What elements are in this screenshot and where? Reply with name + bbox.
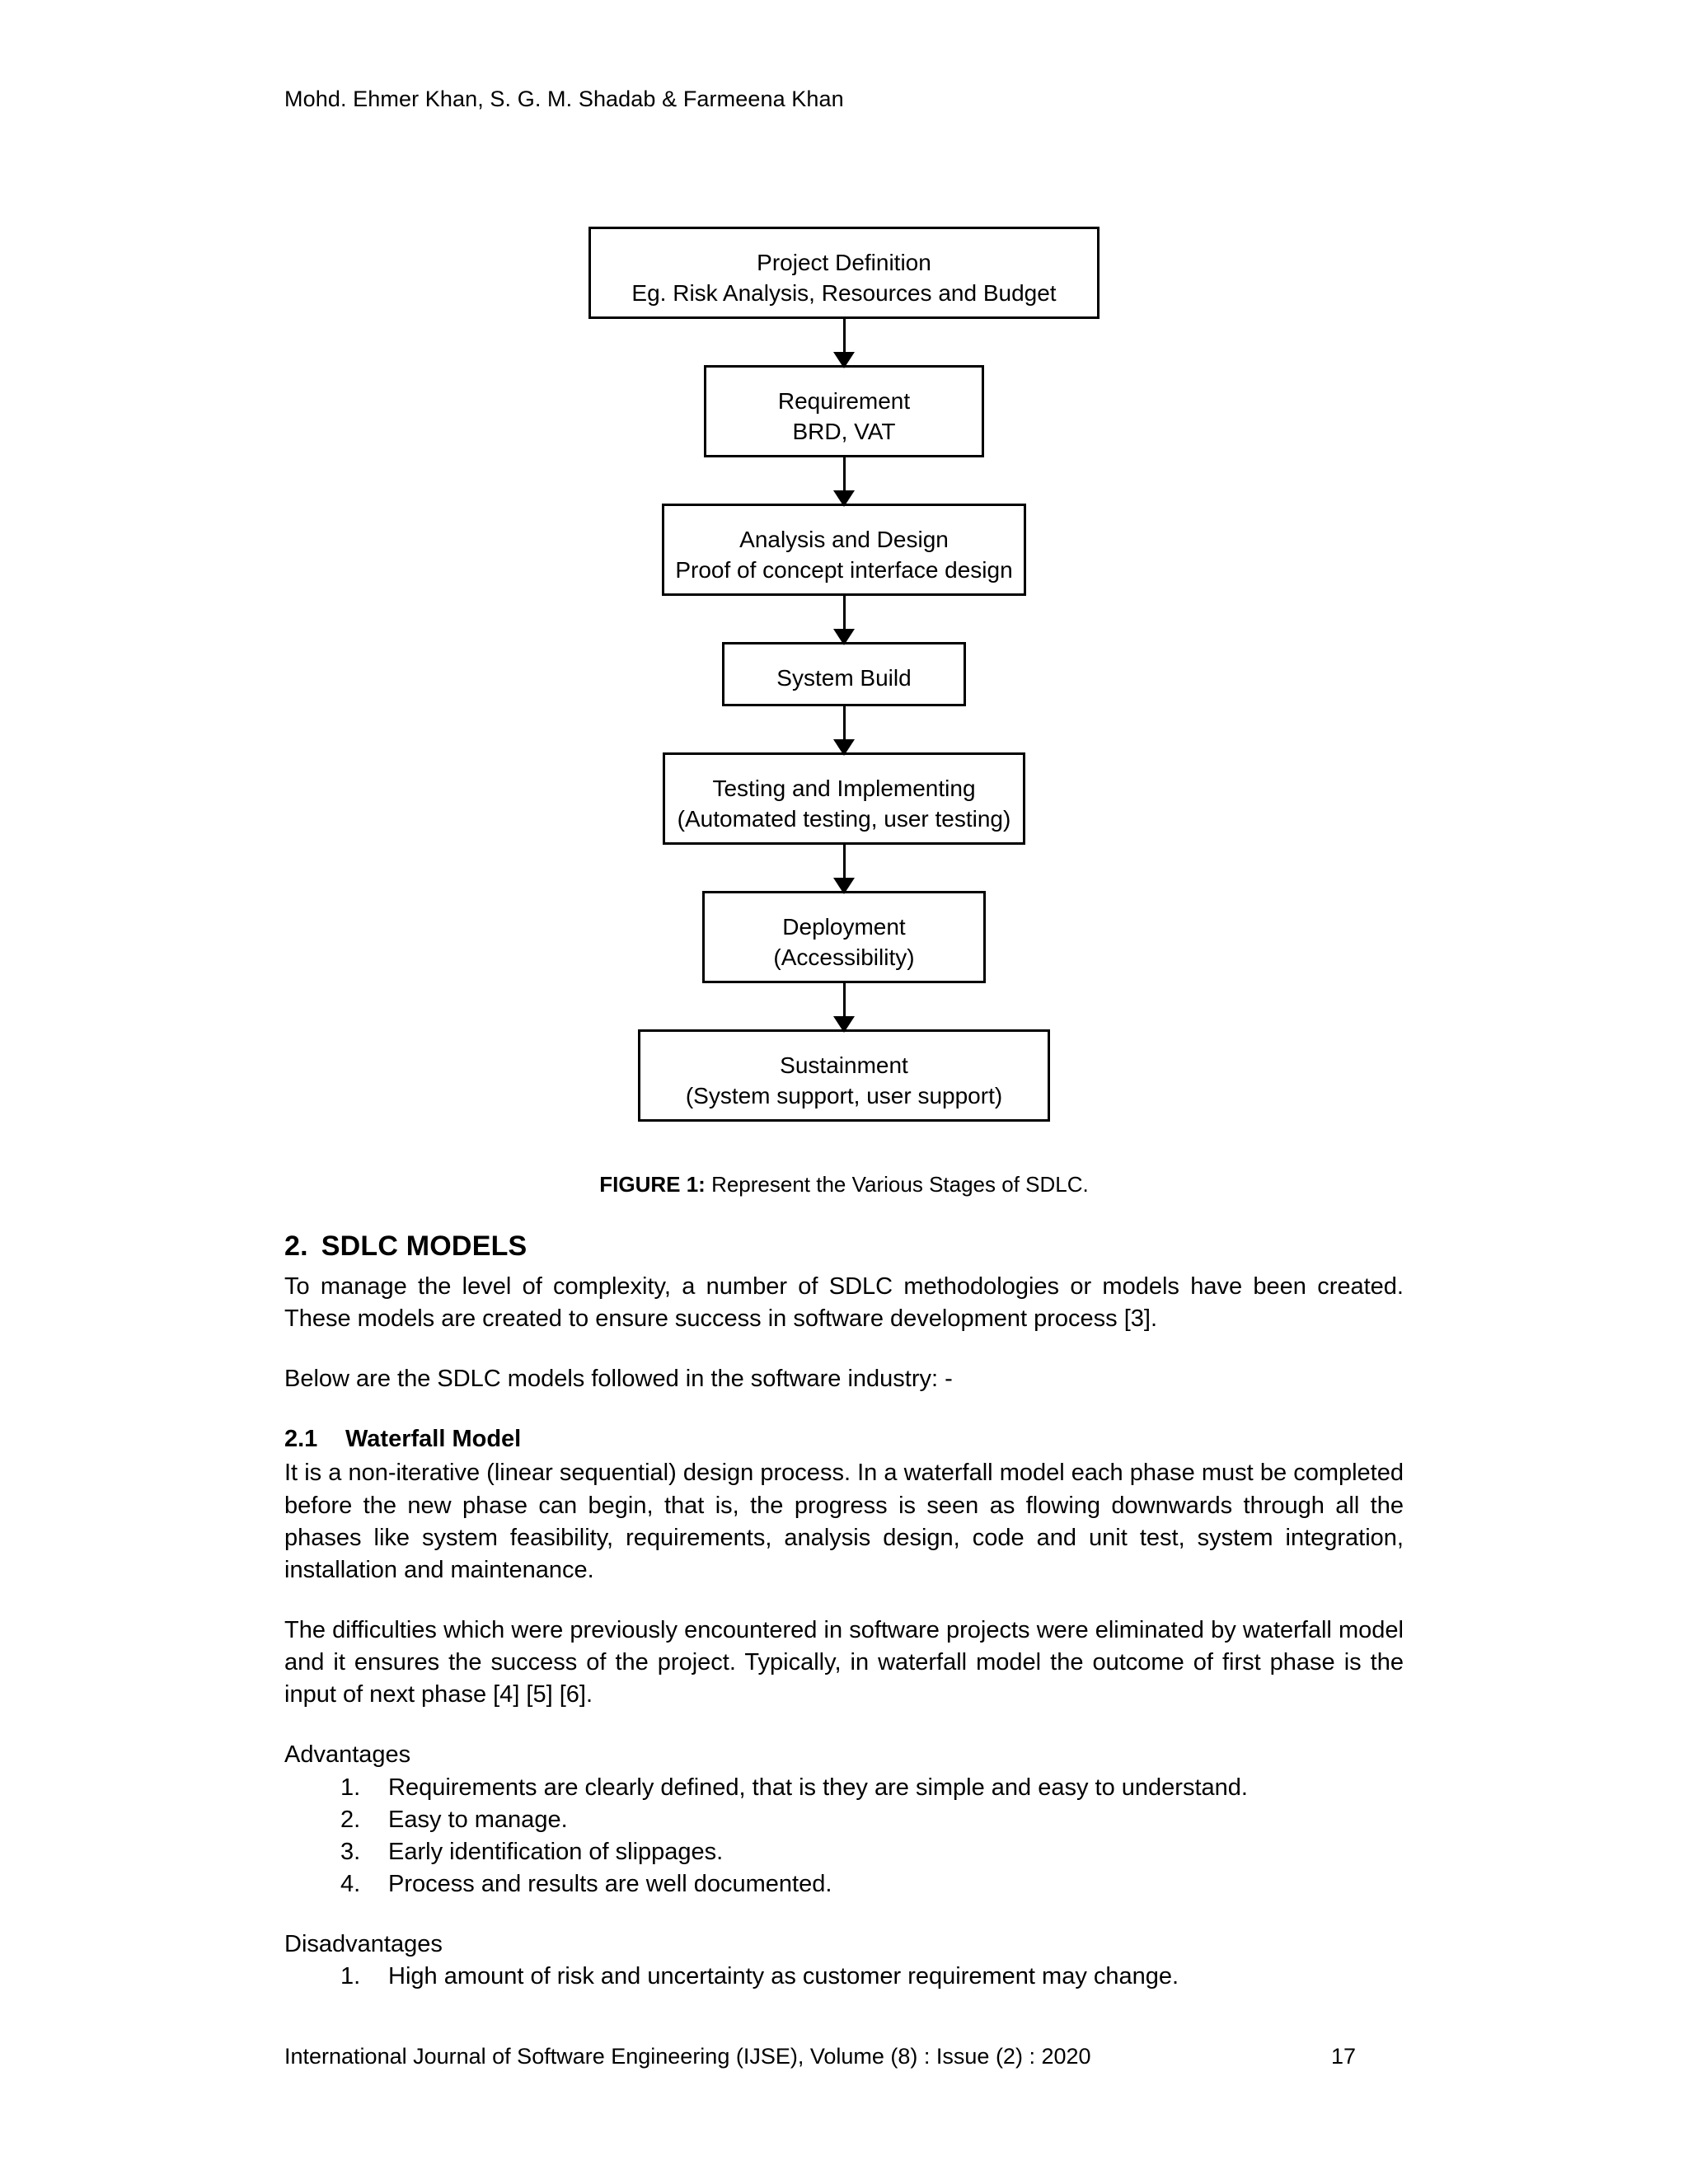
paragraph-spacer <box>284 1395 1404 1423</box>
arrow-head-icon <box>833 490 855 507</box>
flow-arrow-1 <box>284 319 1404 368</box>
arrow-stem <box>842 457 846 494</box>
arrow-head-icon <box>833 352 855 368</box>
flowchart-row: Analysis and Design Proof of concept int… <box>284 504 1404 596</box>
arrow-head-icon <box>833 1016 855 1033</box>
disadvantages-label: Disadvantages <box>284 1931 443 1958</box>
flow-box-line1: Requirement <box>777 388 911 414</box>
figure-caption-lead: FIGURE 1: <box>599 1172 706 1197</box>
subsection-heading: 2.1 Waterfall Model <box>284 1423 1404 1455</box>
flowchart-row: Requirement BRD, VAT <box>284 365 1404 457</box>
list-item: 4. Process and results are well document… <box>284 1868 1404 1900</box>
page-footer: International Journal of Software Engine… <box>284 2044 1404 2069</box>
flow-box-line2: Proof of concept interface design <box>675 557 1013 583</box>
flow-arrow-3 <box>284 596 1404 645</box>
advantages-label: Advantages <box>284 1741 411 1769</box>
flowchart-row: Deployment (Accessibility) <box>284 891 1404 983</box>
flow-box-project-definition: Project Definition Eg. Risk Analysis, Re… <box>588 227 1100 319</box>
figure-caption: FIGURE 1: Represent the Various Stages o… <box>0 1172 1688 1197</box>
section-title: SDLC MODELS <box>321 1230 528 1262</box>
arrow-head-icon <box>833 878 855 894</box>
arrow-stem <box>842 983 846 1019</box>
flow-box-line1: System Build <box>776 665 912 691</box>
subsection-paragraph-1: It is a non-iterative (linear sequential… <box>284 1460 1404 1583</box>
subsection-paragraph-2: The difficulties which were previously e… <box>284 1617 1404 1708</box>
paragraph-spacer <box>284 1711 1404 1739</box>
flowchart-row: System Build <box>284 642 1404 706</box>
flow-box-line2: (Automated testing, user testing) <box>677 806 1011 832</box>
list-item-number: 3. <box>340 1838 361 1865</box>
arrow-head-icon <box>833 739 855 756</box>
list-item: 3. Early identification of slippages. <box>284 1836 1404 1868</box>
flow-box-line2: (Accessibility) <box>773 944 915 971</box>
flow-box-line1: Testing and Implementing <box>712 776 976 801</box>
arrow-stem <box>842 596 846 632</box>
flow-box-line2: Eg. Risk Analysis, Resources and Budget <box>631 280 1057 307</box>
arrow-stem <box>842 319 846 355</box>
flow-box-deployment: Deployment (Accessibility) <box>702 891 986 983</box>
section-paragraph-1: To manage the level of complexity, a num… <box>284 1272 1404 1333</box>
footer-journal-line: International Journal of Software Engine… <box>284 2044 1091 2069</box>
section-heading: 2. SDLC MODELS <box>284 1228 1404 1266</box>
flow-arrow-6 <box>284 983 1404 1033</box>
section-number: 2. <box>284 1230 308 1262</box>
list-item-text: Early identification of slippages. <box>388 1838 724 1865</box>
list-item-text: Easy to manage. <box>388 1806 568 1833</box>
paragraph-spacer <box>284 1900 1404 1929</box>
flow-box-line2: (System support, user support) <box>685 1083 1003 1109</box>
paragraph-spacer <box>284 1586 1404 1615</box>
flow-box-requirement: Requirement BRD, VAT <box>704 365 984 457</box>
disadvantages-list: 1. High amount of risk and uncertainty a… <box>284 1961 1404 1993</box>
flow-box-line2: BRD, VAT <box>792 419 896 445</box>
list-item: 1. High amount of risk and uncertainty a… <box>284 1961 1404 1993</box>
body-content: 2. SDLC MODELS To manage the level of com… <box>284 1228 1404 1993</box>
flow-box-testing-and-implementing: Testing and Implementing (Automated test… <box>663 752 1025 845</box>
footer-page-number: 17 <box>1330 2044 1356 2069</box>
list-item-number: 1. <box>340 1963 361 1990</box>
list-item-number: 2. <box>340 1806 361 1833</box>
flowchart-row: Sustainment (System support, user suppor… <box>284 1029 1404 1122</box>
sdlc-flowchart: Project Definition Eg. Risk Analysis, Re… <box>284 227 1404 1122</box>
subsection-number: 2.1 <box>284 1426 318 1453</box>
flow-box-sustainment: Sustainment (System support, user suppor… <box>638 1029 1050 1122</box>
list-item: 2. Easy to manage. <box>284 1804 1404 1836</box>
arrow-head-icon <box>833 629 855 645</box>
flow-arrow-4 <box>284 706 1404 756</box>
arrow-stem <box>842 706 846 743</box>
advantages-list: 1. Requirements are clearly defined, tha… <box>284 1772 1404 1901</box>
flow-box-line1: Deployment <box>782 914 906 940</box>
list-item-text: Requirements are clearly defined, that i… <box>388 1774 1248 1801</box>
arrow-stem <box>842 845 846 881</box>
flow-box-line1: Analysis and Design <box>739 527 949 552</box>
subsection-title: Waterfall Model <box>345 1426 522 1453</box>
section-paragraph-2: Below are the SDLC models followed in th… <box>284 1366 953 1393</box>
list-item-text: High amount of risk and uncertainty as c… <box>388 1963 1179 1990</box>
running-head: Mohd. Ehmer Khan, S. G. M. Shadab & Farm… <box>284 87 844 111</box>
flow-arrow-5 <box>284 845 1404 894</box>
list-item-text: Process and results are well documented. <box>388 1871 832 1897</box>
flow-box-analysis-and-design: Analysis and Design Proof of concept int… <box>662 504 1026 596</box>
list-item: 1. Requirements are clearly defined, tha… <box>284 1772 1404 1804</box>
flow-arrow-2 <box>284 457 1404 507</box>
list-item-number: 4. <box>340 1871 361 1897</box>
paragraph-spacer <box>284 1335 1404 1363</box>
flow-box-line1: Sustainment <box>780 1052 908 1078</box>
figure-caption-text: Represent the Various Stages of SDLC. <box>705 1172 1089 1197</box>
flowchart-row: Project Definition Eg. Risk Analysis, Re… <box>284 227 1404 319</box>
flow-box-system-build: System Build <box>722 642 966 706</box>
flowchart-row: Testing and Implementing (Automated test… <box>284 752 1404 845</box>
list-item-number: 1. <box>340 1774 361 1801</box>
flow-box-line1: Project Definition <box>757 250 931 275</box>
